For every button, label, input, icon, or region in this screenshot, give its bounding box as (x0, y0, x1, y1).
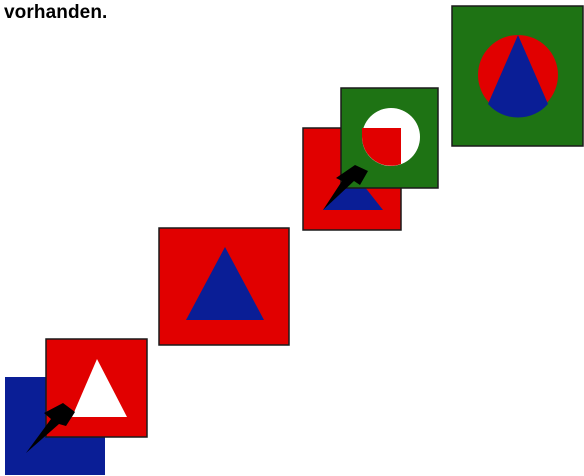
group-blue-red-overlap (5, 339, 147, 475)
group-green-circle-triangle (452, 6, 583, 146)
group-red-green-overlap (303, 88, 438, 230)
group-red-triangle (159, 228, 289, 345)
